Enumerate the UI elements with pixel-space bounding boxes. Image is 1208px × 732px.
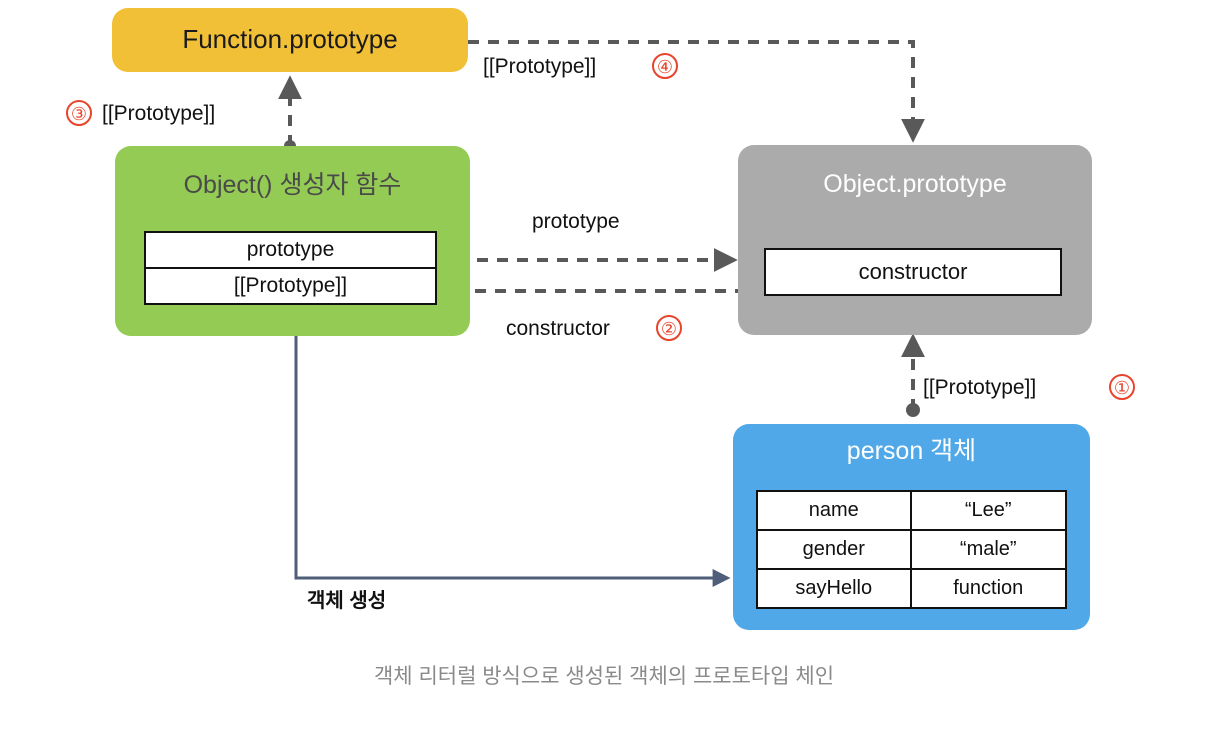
edge-marker-1: ①: [1109, 374, 1135, 400]
node-object-prototype[interactable]: Object.prototype constructor: [738, 145, 1092, 335]
property-value: “male”: [959, 538, 1017, 560]
property-name: gender: [758, 531, 912, 568]
table-row: prototype: [146, 233, 435, 267]
edge-prototype-3: [278, 75, 302, 152]
node-function-prototype[interactable]: Function.prototype: [112, 8, 468, 72]
edge-object-creation: [294, 336, 731, 587]
table-row: sayHello function: [758, 568, 1065, 607]
property-name: prototype: [246, 238, 335, 261]
property-value: “Lee”: [964, 499, 1012, 521]
edge-label-object-creation: 객체 생성: [307, 590, 387, 612]
node-person-object-title: person 객체: [846, 437, 977, 465]
edge-label-constructor: constructor: [506, 317, 610, 340]
edge-label-prototype-4: [[Prototype]]: [483, 55, 597, 78]
node-object-prototype-title: Object.prototype: [823, 170, 1007, 198]
table-row: [[Prototype]]: [146, 267, 435, 303]
node-object-constructor[interactable]: Object() 생성자 함수 prototype [[Prototype]]: [115, 146, 470, 336]
table-row: constructor: [766, 250, 1060, 294]
table-row: gender “male”: [758, 529, 1065, 568]
table-row: name “Lee”: [758, 492, 1065, 529]
edge-marker-4: ④: [652, 53, 678, 79]
edge-label-prototype: prototype: [532, 210, 620, 233]
edge-label-prototype-1: [[Prototype]]: [923, 376, 1037, 399]
property-name: sayHello: [758, 570, 912, 607]
node-object-constructor-title: Object() 생성자 함수: [183, 171, 402, 199]
property-name: constructor: [858, 259, 968, 284]
property-name: name: [758, 492, 912, 529]
node-function-prototype-title: Function.prototype: [182, 24, 398, 54]
person-property-table: name “Lee” gender “male” sayHello functi…: [756, 490, 1067, 609]
edge-marker-2: ②: [656, 315, 682, 341]
property-name: [[Prototype]]: [233, 274, 348, 297]
object-constructor-property-table: prototype [[Prototype]]: [144, 231, 437, 305]
edge-prototype-1: [901, 333, 925, 417]
object-prototype-property-table: constructor: [764, 248, 1062, 296]
edge-label-prototype-3: [[Prototype]]: [102, 102, 216, 125]
property-value: function: [953, 577, 1024, 599]
edge-prototype: [431, 248, 738, 272]
edge-constructor-2: [443, 279, 772, 303]
edge-marker-3: ③: [66, 100, 92, 126]
diagram-caption: 객체 리터럴 방식으로 생성된 객체의 프로토타입 체인: [373, 665, 835, 688]
node-person-object[interactable]: person 객체 name “Lee” gender “male” sayHe…: [733, 424, 1090, 630]
